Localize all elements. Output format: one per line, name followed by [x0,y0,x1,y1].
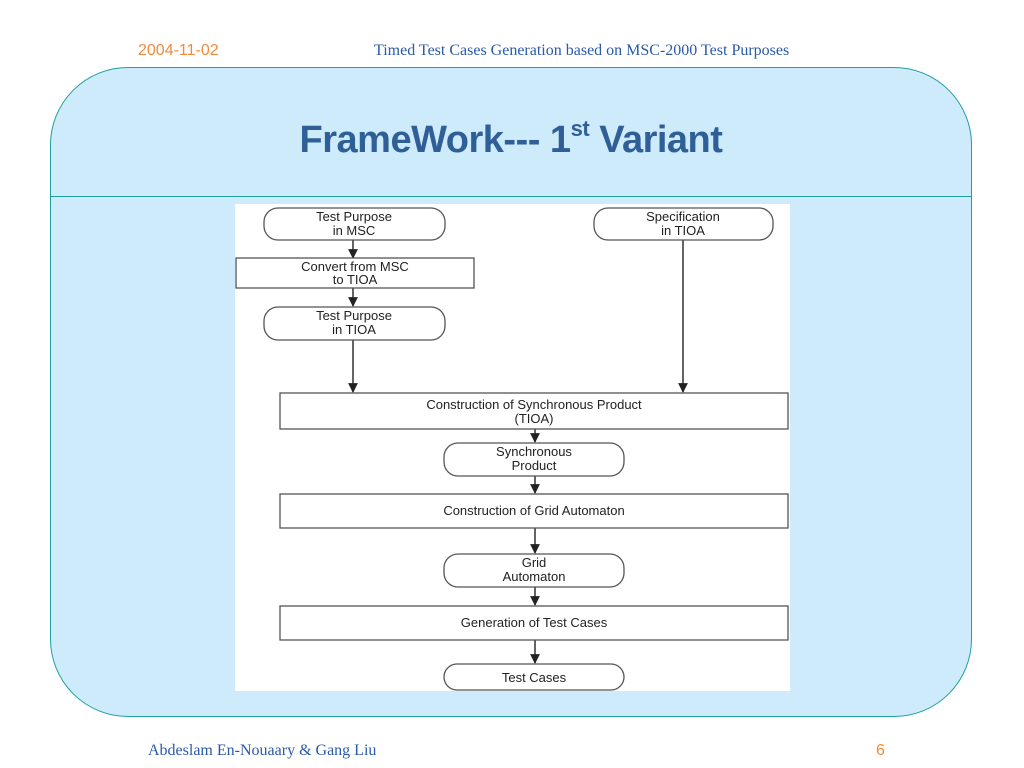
footer-authors: Abdeslam En-Nouaary & Gang Liu [148,742,377,759]
node-grid-automaton: Grid Automaton [443,553,625,588]
node-specification-tioa: Specification in TIOA [593,207,774,241]
framework-diagram: Test Purpose in MSC Specification in TIO… [235,204,790,691]
svg-text:in TIOA: in TIOA [332,322,376,337]
svg-text:in TIOA: in TIOA [661,223,705,238]
footer-page-number: 6 [876,742,885,759]
svg-text:Synchronous: Synchronous [496,444,572,459]
svg-text:Generation of Test Cases: Generation of Test Cases [461,615,608,630]
node-construction-grid-automaton: Construction of Grid Automaton [279,493,789,529]
slide-title: FrameWork--- 1st Variant [299,116,723,161]
svg-text:Grid: Grid [522,555,547,570]
node-test-purpose-tioa: Test Purpose in TIOA [263,306,446,341]
svg-text:Test Purpose: Test Purpose [316,209,392,224]
node-convert-msc-to-tioa: Convert from MSC to TIOA [235,257,475,289]
diagram-edges [348,240,688,664]
svg-text:Test Purpose: Test Purpose [316,308,392,323]
svg-text:Construction of Grid Automaton: Construction of Grid Automaton [443,503,624,518]
svg-text:Convert from MSC: Convert from MSC [301,259,409,274]
svg-text:Test Cases: Test Cases [502,670,567,685]
node-test-purpose-msc: Test Purpose in MSC [263,207,446,241]
svg-text:Specification: Specification [646,209,720,224]
svg-text:Automaton: Automaton [503,569,566,584]
node-construction-sync-product: Construction of Synchronous Product (TIO… [279,392,789,430]
node-test-cases: Test Cases [443,663,625,691]
header-date: 2004-11-02 [138,42,219,59]
title-divider [51,196,971,197]
svg-text:Construction of Synchronous Pr: Construction of Synchronous Product [426,397,642,412]
svg-text:to TIOA: to TIOA [333,272,378,287]
svg-text:(TIOA): (TIOA) [515,411,554,426]
header-talk-title: Timed Test Cases Generation based on MSC… [374,42,790,59]
svg-text:Product: Product [512,458,557,473]
node-synchronous-product: Synchronous Product [443,442,625,477]
node-generation-test-cases: Generation of Test Cases [279,605,789,641]
svg-text:in MSC: in MSC [333,223,376,238]
